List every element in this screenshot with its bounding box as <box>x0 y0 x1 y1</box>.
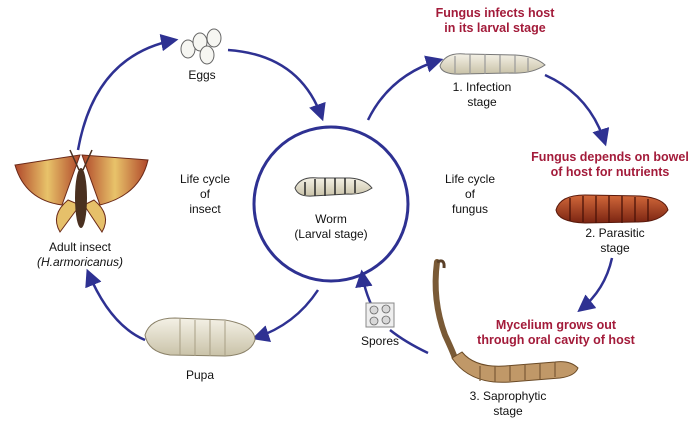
pupa-label: Pupa <box>180 368 220 383</box>
worm-circle <box>254 127 408 281</box>
spores-label: Spores <box>355 334 405 349</box>
eggs-label: Eggs <box>182 68 222 83</box>
larva-icon <box>295 178 372 196</box>
worm-label: Worm (Larval stage) <box>286 212 376 242</box>
infected-larva-icon <box>440 54 545 74</box>
fungus-cycle-line3: fungus <box>440 202 500 217</box>
fungus-depends-line2: of host for nutrients <box>530 165 690 180</box>
adult-insect-species: (H.armoricanus) <box>25 255 135 270</box>
spores-icon <box>366 303 394 327</box>
arrow-eggs-to-worm <box>228 50 322 118</box>
parasitic-stage-line1: 2. Parasitic <box>575 226 655 241</box>
arrow-infection-to-parasitic <box>545 75 605 143</box>
saprophytic-stage-line2: stage <box>458 404 558 419</box>
moth-icon <box>15 150 148 232</box>
insect-cycle-line3: insect <box>175 202 235 217</box>
arrow-adult-to-eggs <box>78 40 175 150</box>
fungus-infects-caption: Fungus infects host in its larval stage <box>420 6 570 36</box>
arrow-worm-to-pupa <box>255 290 318 338</box>
parasitic-stage-label: 2. Parasitic stage <box>575 226 655 256</box>
insect-cycle-line2: of <box>175 187 235 202</box>
infection-stage-label: 1. Infection stage <box>442 80 522 110</box>
infection-stage-line2: stage <box>442 95 522 110</box>
mycelium-line1: Mycelium grows out <box>466 318 646 333</box>
mycelium-line2: through oral cavity of host <box>466 333 646 348</box>
parasitic-stage-line2: stage <box>575 241 655 256</box>
fungus-depends-line1: Fungus depends on bowel <box>530 150 690 165</box>
saprophytic-stage-label: 3. Saprophytic stage <box>458 389 558 419</box>
saprophytic-stage-line1: 3. Saprophytic <box>458 389 558 404</box>
arrow-pupa-to-adult <box>88 272 145 340</box>
fungus-cycle-label: Life cycle of fungus <box>440 172 500 217</box>
arrow-parasitic-to-mycelium <box>580 258 612 310</box>
insect-cycle-line1: Life cycle <box>175 172 235 187</box>
insect-cycle-label: Life cycle of insect <box>175 172 235 217</box>
adult-insect-label: Adult insect (H.armoricanus) <box>25 240 135 270</box>
fungus-depends-caption: Fungus depends on bowel of host for nutr… <box>530 150 690 180</box>
fungus-infects-line2: in its larval stage <box>420 21 570 36</box>
pupa-icon <box>145 318 255 356</box>
adult-insect-line1: Adult insect <box>25 240 135 255</box>
arrow-worm-to-infection <box>368 60 440 120</box>
parasitic-larva-icon <box>556 195 668 223</box>
fungus-cycle-line2: of <box>440 187 500 202</box>
infection-stage-line1: 1. Infection <box>442 80 522 95</box>
fungus-cycle-line1: Life cycle <box>440 172 500 187</box>
worm-line2: (Larval stage) <box>286 227 376 242</box>
mycelium-caption: Mycelium grows out through oral cavity o… <box>466 318 646 348</box>
worm-line1: Worm <box>286 212 376 227</box>
fungus-infects-line1: Fungus infects host <box>420 6 570 21</box>
eggs-icon <box>181 29 221 64</box>
